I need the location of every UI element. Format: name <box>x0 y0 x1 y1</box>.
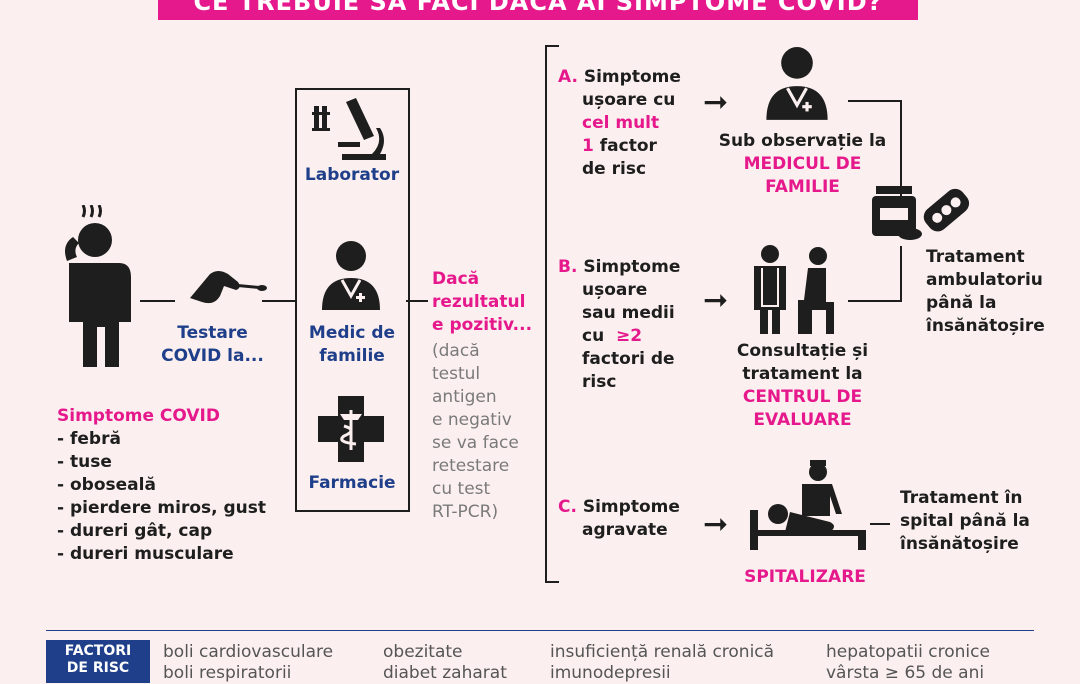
medicine-pills-icon <box>872 186 970 240</box>
hospital-treatment: Tratament în spital până la însănătoșire <box>900 488 1030 554</box>
positive-result-heading: Dacă rezultatul e pozitiv... <box>432 269 533 335</box>
case-b-outcome: Consultație și tratament la CENTRUL DE E… <box>736 341 869 430</box>
testing-label: Testare COVID la... <box>161 323 264 366</box>
bracket-vertical <box>545 45 547 583</box>
case-b-text: B. Simptome ușoare sau medii cu ≥2 facto… <box>558 257 681 392</box>
connector-line <box>848 100 900 102</box>
microscope-icon <box>312 98 386 160</box>
arrow-a: ➞ <box>703 85 729 120</box>
case-a-text: A. Simptome ușoare cu cel mult 1 factor … <box>558 67 681 179</box>
evaluation-center-icon <box>754 245 834 334</box>
family-doctor-icon <box>766 47 828 120</box>
case-a-outcome: Sub observație la MEDICUL DE FAMILIE <box>718 131 887 197</box>
connector-line <box>262 300 295 302</box>
connector-line <box>900 100 902 196</box>
title-banner: CE TREBUIE SĂ FACI DACĂ AI SIMPTOME COVI… <box>158 0 918 20</box>
sick-person-icon <box>65 205 131 367</box>
pharmacy-label: Farmacie <box>308 473 396 493</box>
connector-line <box>848 300 900 302</box>
bracket-top <box>545 45 559 47</box>
arrow-b: ➞ <box>703 283 729 318</box>
laboratory-label: Laborator <box>304 165 400 185</box>
bracket-bottom <box>545 581 559 583</box>
negative-antigen-note: (dacă testul antigen e negativ se va fac… <box>432 341 519 522</box>
connector-line <box>870 523 890 525</box>
hospitalization-label: SPITALIZARE <box>744 567 866 587</box>
doctor-icon <box>322 241 380 310</box>
family-doctor-label: Medic de familie <box>308 323 396 366</box>
connector-line <box>406 300 428 302</box>
ambulatory-treatment: Tratament ambulatoriu până la însănătoși… <box>926 247 1045 336</box>
connector-line <box>140 300 175 302</box>
case-c-text: C. Simptome agravate <box>558 497 680 540</box>
pharmacy-cross-icon <box>318 396 384 462</box>
risk-factors-badge: FACTORI DE RISC <box>46 640 150 683</box>
symptoms-heading: Simptome COVID <box>57 406 220 426</box>
test-swab-icon <box>190 271 267 304</box>
footer-divider <box>46 630 1034 631</box>
connector-line <box>900 246 902 302</box>
arrow-c: ➞ <box>703 507 729 542</box>
hospital-bed-icon <box>750 460 866 550</box>
symptoms-list: Simptome COVID - febră - tuse - oboseală… <box>57 405 297 566</box>
